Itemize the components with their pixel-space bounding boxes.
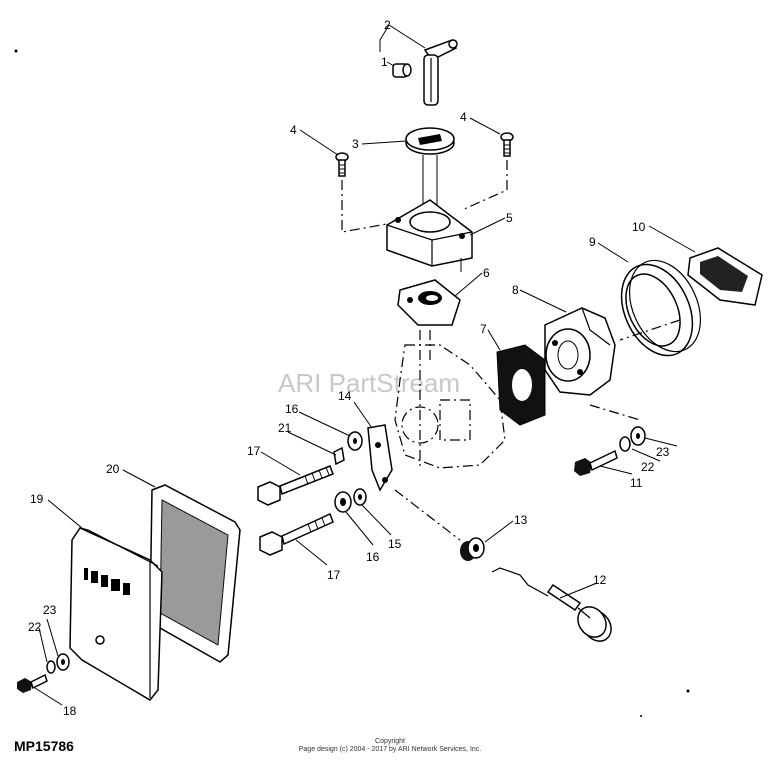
washer-part-23-left [56,653,70,671]
adapter-part-8 [544,307,616,396]
callout-22-right: 22 [641,460,655,474]
callout-22-left: 22 [28,620,42,634]
screw-part-4-left [335,152,349,177]
washer-part-22-right [619,436,631,452]
leader-lines [34,24,696,706]
callout-21: 21 [278,421,292,435]
throttle-plate-part-3 [405,127,455,155]
callout-5: 5 [506,211,513,225]
callout-9: 9 [589,235,596,249]
housing-part-5 [386,199,473,267]
callout-20: 20 [106,462,120,476]
bolt-part-17-upper [257,465,334,506]
callout-13: 13 [514,513,528,527]
grommet-part-13 [460,537,485,561]
callout-23-left: 23 [43,603,57,617]
callout-14: 14 [338,389,352,403]
filter-part-20 [149,484,241,663]
gasket-part-6 [397,279,461,326]
callout-12: 12 [593,573,607,587]
callout-6: 6 [483,266,490,280]
watermark-text: ARI PartStream [278,368,460,398]
washer-part-16-lower [334,491,352,513]
callout-19: 19 [30,492,44,506]
bracket-part-14 [367,424,393,492]
callout-23-right: 23 [656,445,670,459]
callout-1: 1 [381,55,388,69]
callout-11: 11 [630,476,643,490]
callout-16-lower: 16 [366,550,380,564]
callout-2: 2 [384,18,391,32]
callout-16-upper: 16 [285,402,299,416]
washer-part-15 [353,488,367,506]
screw-part-18 [17,673,48,693]
copyright-line-2: Page design (c) 2004 - 2017 by ARI Netwo… [298,746,482,753]
washer-part-22-left [46,660,56,674]
cover-part-19 [69,527,163,701]
callout-7: 7 [480,322,487,336]
callout-18: 18 [63,704,77,718]
ring-part-9 [620,259,701,357]
choke-shaft-part-2 [423,39,458,106]
gasket-part-7 [496,344,546,426]
cover-logo [84,568,130,595]
diagram-model-number: MP15786 [14,738,74,754]
callout-4-right: 4 [460,110,467,124]
callout-4-left: 4 [290,123,297,137]
gasket-part-10 [687,247,763,306]
washer-part-23-right [630,426,646,446]
washer-part-16-upper [347,431,363,451]
copyright-line-1: Copyright [375,738,405,745]
bolt-part-17-lower [259,512,334,556]
screw-part-11 [574,449,618,476]
carburetor-body-outline [394,330,506,470]
callout-8: 8 [512,283,519,297]
callout-15: 15 [388,537,402,551]
callout-3: 3 [352,137,359,151]
callout-17-lower: 17 [327,568,341,582]
screw-part-4-right [500,132,514,157]
bushing-part-1 [392,63,412,78]
copyright-notice: Copyright Page design (c) 2004 - 2017 by… [0,738,780,754]
choke-cable-part-12 [491,567,612,642]
lockwasher-part-21 [333,446,345,466]
callout-10: 10 [632,220,646,234]
callout-17-upper: 17 [247,444,261,458]
callout-labels: 2 1 3 4 4 5 6 7 8 9 10 14 16 21 17 15 16… [28,18,670,718]
